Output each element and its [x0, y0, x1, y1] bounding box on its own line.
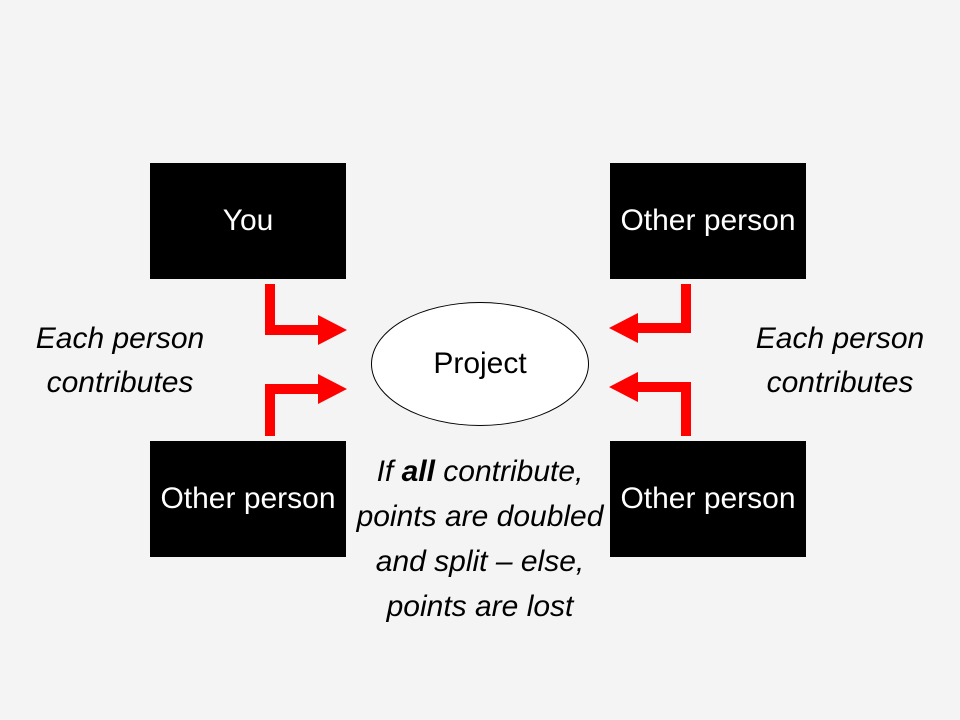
participant-box-you: You [150, 163, 346, 279]
side-note-right: Each person contributes [755, 322, 925, 399]
arrow-bottom-right-to-project [609, 372, 691, 436]
participant-label-you: You [222, 204, 274, 237]
rule-text-prefix: If [376, 455, 402, 488]
project-label: Project [433, 347, 527, 380]
arrow-you-to-project [265, 284, 347, 345]
rule-text: If all contribute, points are doubled an… [340, 449, 620, 629]
rule-text-emphasis: all [401, 455, 435, 488]
project-ellipse: Project [371, 302, 589, 426]
participant-box-top-right: Other person [610, 163, 806, 279]
arrow-bottom-left-to-project [265, 374, 347, 436]
rule-text-suffix: contribute, points are doubled and split… [356, 455, 604, 623]
participant-label-top-right: Other person [620, 204, 796, 237]
participant-label-bottom-right: Other person [620, 482, 796, 515]
participant-box-bottom-left: Other person [150, 441, 346, 557]
arrow-top-right-to-project [609, 284, 691, 343]
participant-box-bottom-right: Other person [610, 441, 806, 557]
side-note-left: Each person contributes [35, 322, 205, 399]
participant-label-bottom-left: Other person [160, 482, 336, 515]
